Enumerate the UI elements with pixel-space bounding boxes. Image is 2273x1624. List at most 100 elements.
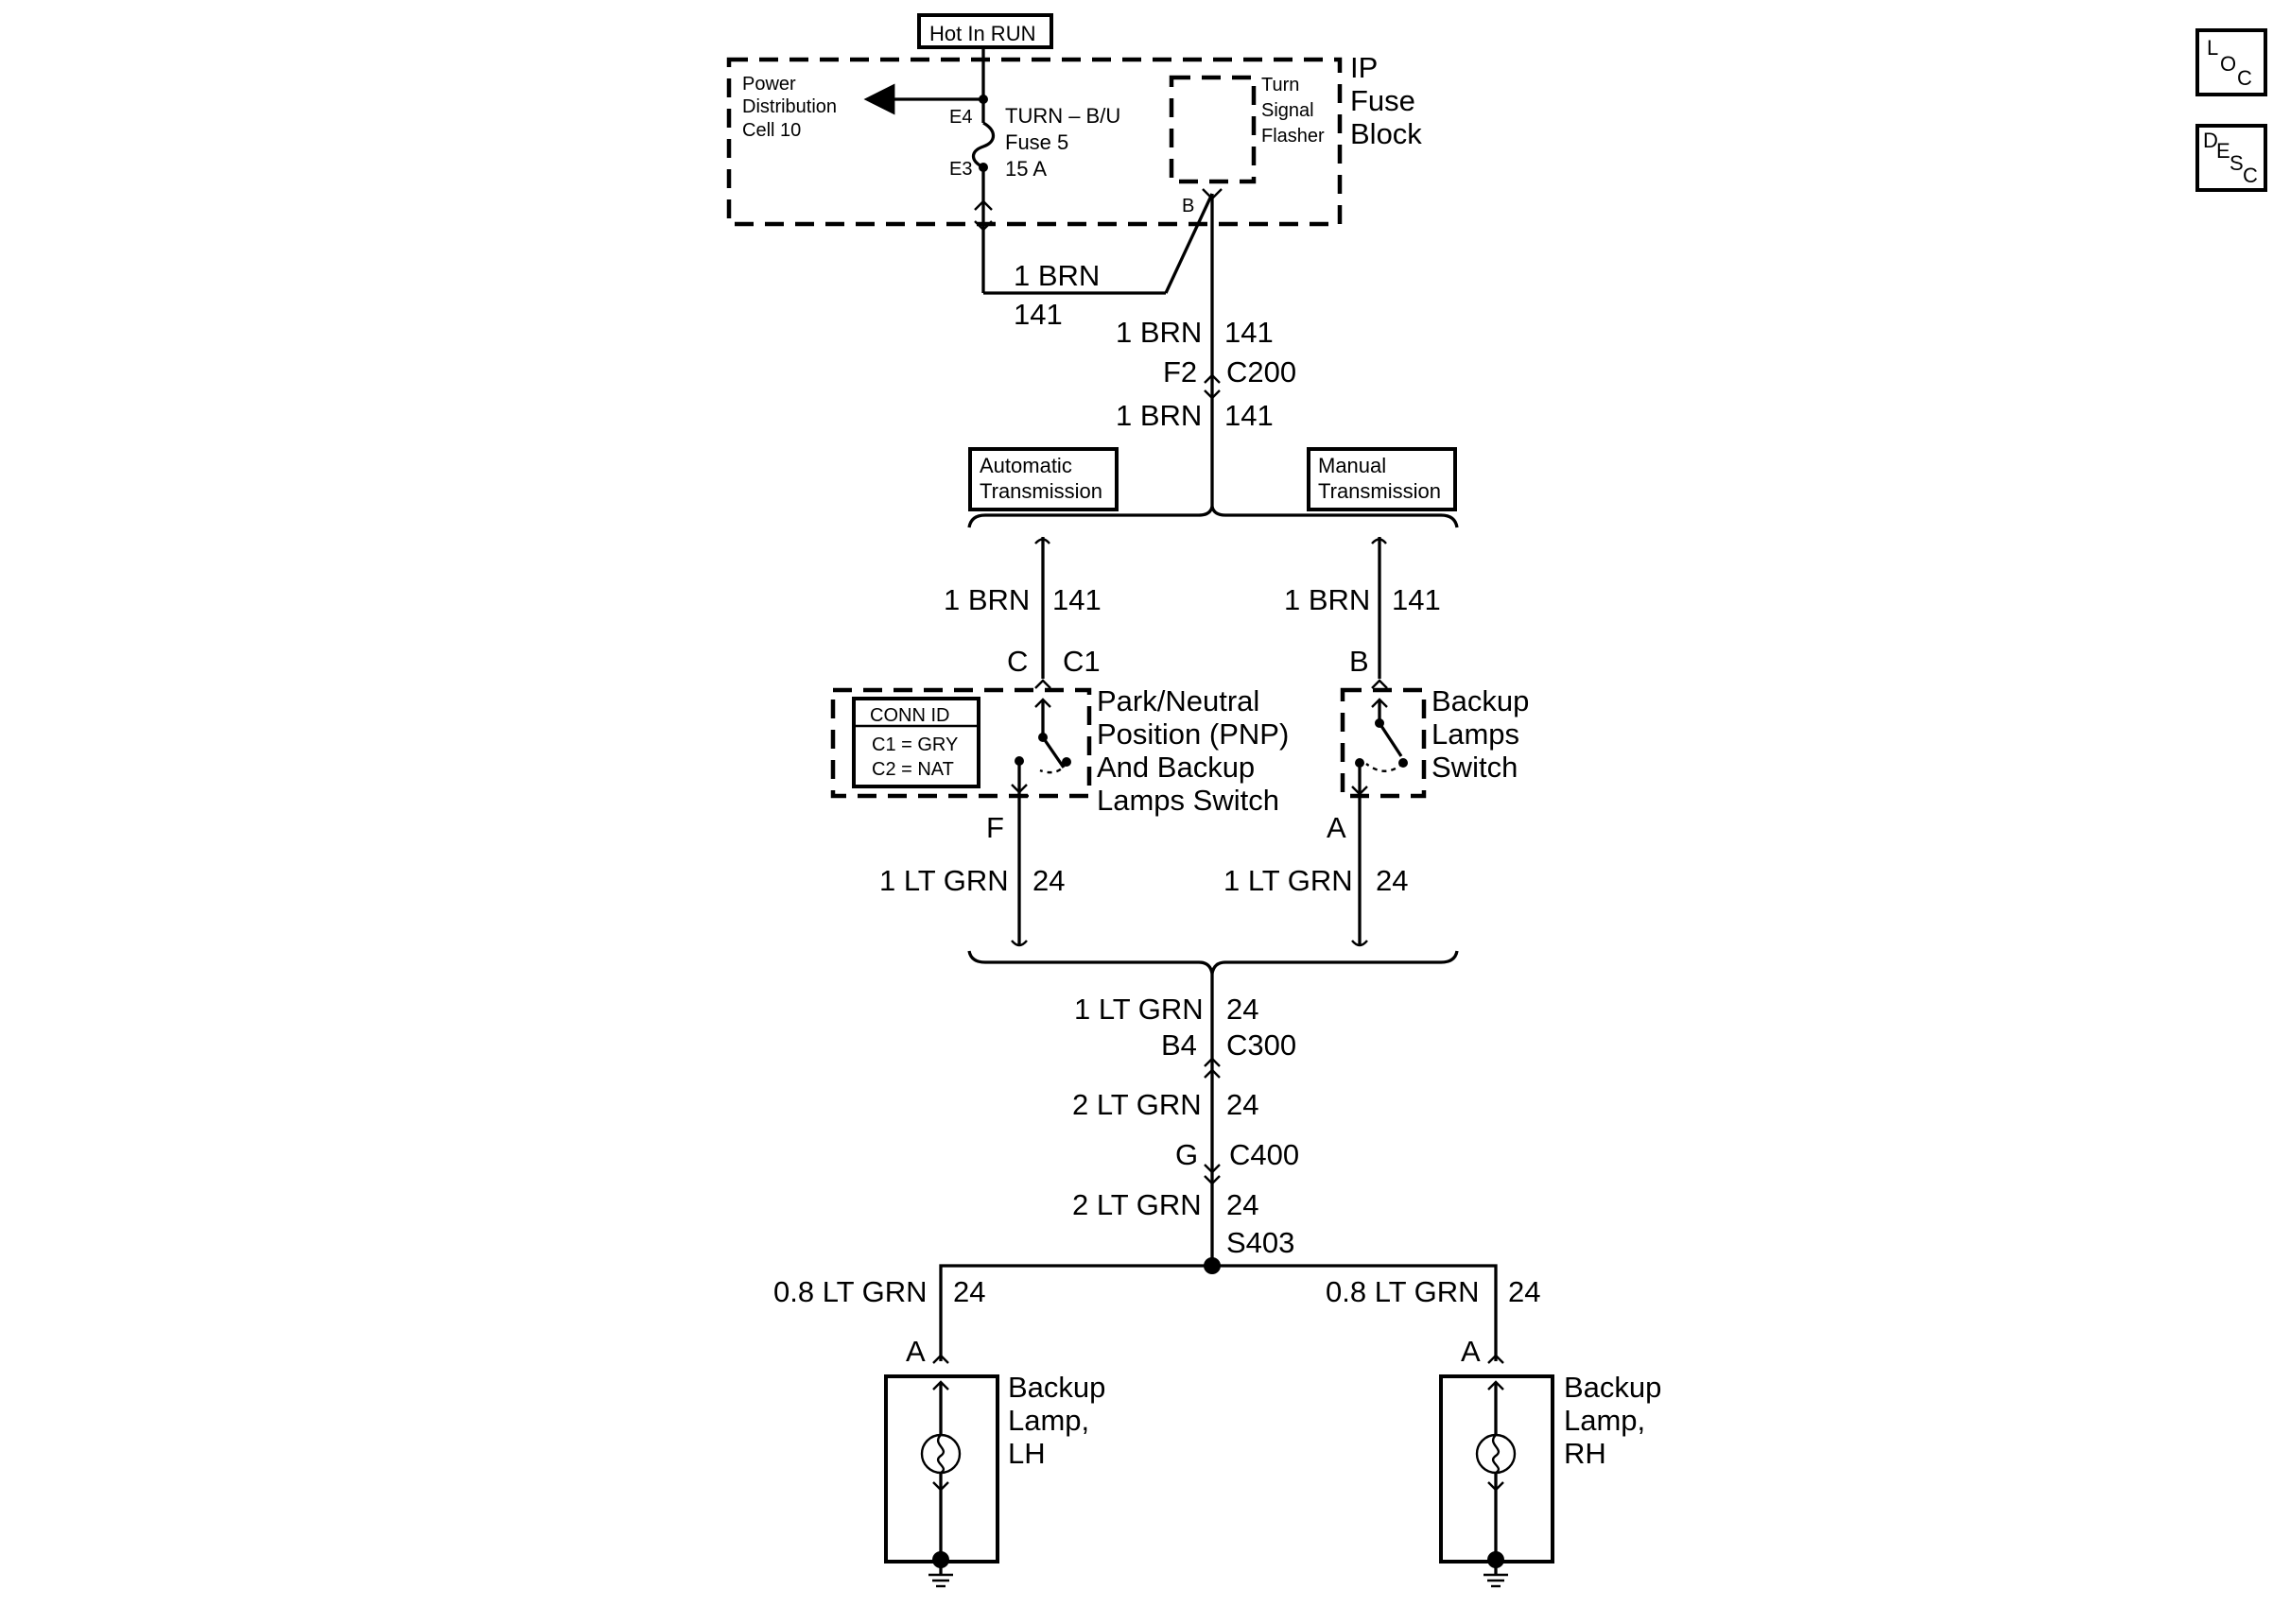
svg-text:L: L [2207,36,2218,60]
backup-lamp-lh-label: Backup [1008,1371,1105,1404]
pin-c: C [1007,645,1028,678]
connector-c300: C300 [1226,1028,1296,1062]
svg-text:141: 141 [1052,583,1102,616]
svg-text:24: 24 [1376,864,1408,897]
turn-signal-flasher: Turn Signal Flasher B [1169,75,1325,216]
lamp-bulb-icon [1475,1433,1517,1475]
pin-a-switch: A [1327,811,1346,844]
pnp-switch-name: Park/Neutral [1097,684,1259,717]
pin-b: B [1349,645,1369,678]
pnp-backup-lamps-switch [830,679,1092,799]
svg-text:15 A: 15 A [1005,157,1047,181]
svg-text:C: C [2243,164,2258,187]
wire-1-brn: 1 BRN [1014,259,1100,292]
svg-text:Lamps: Lamps [1431,717,1519,751]
automatic-transmission-label: Automatic Transmission [968,447,1119,511]
svg-text:141: 141 [1392,583,1441,616]
svg-text:Distribution: Distribution [742,96,837,117]
svg-text:24: 24 [1226,1088,1258,1121]
svg-text:141: 141 [1224,399,1274,432]
svg-text:24: 24 [953,1275,985,1308]
pin-e3: E3 [949,159,972,180]
backup-lamp-rh [1439,1374,1554,1568]
svg-text:S: S [2230,151,2244,175]
svg-text:Turn: Turn [1261,75,1299,95]
pin-b4: B4 [1161,1028,1197,1062]
svg-text:Manual: Manual [1318,454,1386,477]
ground-icon [928,1560,953,1588]
connector-c1: C1 [1063,645,1101,678]
svg-text:Lamps Switch: Lamps Switch [1097,784,1279,817]
svg-text:RH: RH [1564,1437,1606,1470]
svg-text:Automatic: Automatic [980,454,1072,477]
wire-2-ltgrn-b: 2 LT GRN [1072,1188,1202,1221]
manual-transmission-label: Manual Transmission [1307,447,1457,511]
svg-text:24: 24 [1226,993,1258,1026]
svg-text:Block: Block [1350,117,1422,150]
svg-text:C1 = GRY: C1 = GRY [872,734,958,755]
svg-text:1 BRN: 1 BRN [1116,399,1202,432]
pin-f: F [986,811,1004,844]
switch-icon [1015,700,1071,797]
svg-text:C: C [2237,66,2252,90]
svg-text:O: O [2220,52,2236,76]
svg-text:And Backup: And Backup [1097,751,1255,784]
svg-text:Switch: Switch [1431,751,1518,784]
pin-a-lh: A [906,1335,926,1368]
svg-text:CONN ID: CONN ID [870,705,949,726]
connector-c400: C400 [1229,1138,1299,1171]
wire-1-brn-auto: 1 BRN [944,583,1030,616]
svg-text:Position (PNP): Position (PNP) [1097,717,1289,751]
svg-text:Signal: Signal [1261,100,1314,121]
hot-in-run-label: Hot In RUN [917,13,1053,49]
splice-s403: S403 [1226,1226,1294,1259]
pin-a-rh: A [1461,1335,1481,1368]
wire-1-ltgrn-auto: 1 LT GRN [879,864,1009,897]
svg-text:141: 141 [1224,316,1274,349]
svg-text:24: 24 [1508,1275,1540,1308]
loc-button[interactable]: L O C [2195,28,2267,96]
wire-1-brn-manual: 1 BRN [1284,583,1370,616]
wire-0-8-ltgrn-lh: 0.8 LT GRN [773,1275,928,1308]
pin-g: G [1175,1138,1198,1171]
svg-text:Flasher: Flasher [1261,126,1325,147]
backup-switch-name: Backup [1431,684,1529,717]
svg-text:Transmission: Transmission [1318,479,1441,503]
svg-text:Fuse 5: Fuse 5 [1005,130,1068,154]
svg-text:LH: LH [1008,1437,1046,1470]
power-distribution-label: Power [742,74,796,95]
svg-text:B: B [1182,196,1194,216]
wire-1-brn-a: 1 BRN [1116,316,1202,349]
desc-button[interactable]: D E S C [2195,124,2267,192]
svg-text:Fuse: Fuse [1350,84,1415,117]
ip-fuse-block: IP Fuse Block [726,51,1422,227]
svg-text:24: 24 [1226,1188,1258,1221]
svg-text:Hot In RUN: Hot In RUN [929,22,1035,45]
backup-lamps-switch [1340,679,1427,799]
pin-f2: F2 [1163,355,1197,389]
wire-0-8-ltgrn-rh: 0.8 LT GRN [1326,1275,1480,1308]
wire-2-ltgrn-a: 2 LT GRN [1072,1088,1202,1121]
ground-icon [1484,1560,1508,1588]
svg-text:Cell 10: Cell 10 [742,120,801,141]
backup-lamp-lh [884,1374,999,1568]
fuse-name: TURN – B/U [1005,104,1120,128]
svg-text:24: 24 [1032,864,1065,897]
lamp-bulb-icon [920,1433,962,1475]
svg-text:Transmission: Transmission [980,479,1102,503]
svg-text:D: D [2203,129,2218,152]
svg-text:IP: IP [1350,51,1378,84]
circuit-141: 141 [1014,298,1063,331]
svg-text:C2 = NAT: C2 = NAT [872,759,954,780]
svg-text:E: E [2216,139,2230,163]
wire-1-ltgrn: 1 LT GRN [1074,993,1204,1026]
connector-c200: C200 [1226,355,1296,389]
wire-1-ltgrn-manual: 1 LT GRN [1223,864,1353,897]
conn-id-box: CONN ID C1 = GRY C2 = NAT [852,697,980,788]
pin-e4: E4 [949,107,972,128]
svg-text:Lamp,: Lamp, [1008,1404,1089,1437]
svg-text:Lamp,: Lamp, [1564,1404,1645,1437]
backup-lamp-rh-label: Backup [1564,1371,1661,1404]
fuse-icon [971,99,996,199]
